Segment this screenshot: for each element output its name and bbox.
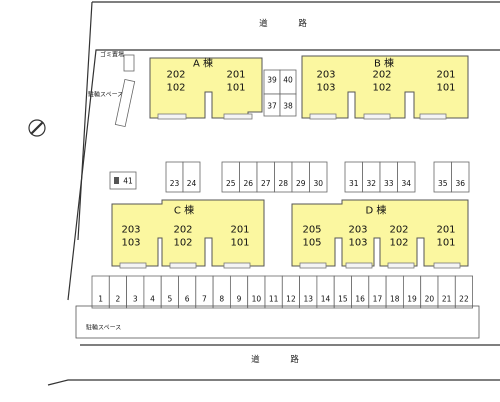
parking-number: 22: [459, 295, 469, 304]
parking-number: 25: [226, 179, 236, 188]
parking-upper-group: 39 40 37 38: [263, 69, 297, 117]
parking-number: 30: [313, 179, 323, 188]
unit-label: 202: [166, 70, 185, 81]
parking-number: 18: [390, 295, 400, 304]
unit-label: 202: [389, 225, 408, 236]
unit-label: 105: [302, 238, 321, 249]
parking-number: 33: [384, 179, 394, 188]
unit-label: 202: [173, 225, 192, 236]
unit-label: 205: [302, 225, 321, 236]
parking-41: 41: [109, 171, 137, 190]
unit-label: 101: [436, 238, 455, 249]
parking-number: 6: [185, 295, 190, 304]
parking-space: [397, 161, 416, 193]
unit-label: 103: [316, 83, 335, 94]
parking-middle-row: 23 24 25 26 27 28 29 30 31 32 33 34 35 36: [165, 161, 470, 193]
parking-number: 35: [438, 179, 448, 188]
site-boundary-bottom: [47, 344, 500, 386]
parking-number: 17: [373, 295, 383, 304]
unit-label: 203: [316, 70, 335, 81]
bicycle-area-bottom: [75, 305, 480, 339]
garbage-area: [123, 54, 135, 72]
north-arrow-icon: [28, 119, 46, 137]
parking-number: 24: [187, 179, 197, 188]
building-a: A 棟 202 102 201 101: [149, 57, 263, 120]
parking-number: 27: [261, 179, 271, 188]
parking-number: 28: [278, 179, 288, 188]
unit-label: 203: [121, 225, 140, 236]
parking-number: 29: [296, 179, 306, 188]
building-a-label: A 棟: [193, 57, 213, 70]
parking-number: 14: [321, 295, 331, 304]
parking-number: 32: [366, 179, 376, 188]
parking-space: [451, 161, 470, 193]
site-boundary-inner: [67, 49, 500, 301]
parking-number: 13: [303, 295, 313, 304]
parking-number: 37: [267, 102, 277, 111]
unit-label: 201: [436, 70, 455, 81]
building-b: B 棟 203 103 202 102 201 101: [301, 55, 469, 120]
unit-label: 102: [166, 83, 185, 94]
bicycle-area-bottom-label: 駐輪スペース: [86, 324, 121, 332]
unit-label: 202: [372, 70, 391, 81]
unit-label: 102: [389, 238, 408, 249]
parking-number: 4: [150, 295, 155, 304]
parking-number: 36: [455, 179, 465, 188]
parking-number: 40: [283, 76, 293, 85]
bicycle-area-left: [114, 78, 136, 128]
parking-space: [309, 161, 328, 193]
parking-number: 8: [219, 295, 224, 304]
parking-space: [182, 161, 201, 193]
unit-label: 201: [230, 225, 249, 236]
unit-label: 103: [121, 238, 140, 249]
parking-number: 39: [267, 76, 277, 85]
parking-number: 2: [116, 295, 121, 304]
building-b-label: B 棟: [374, 57, 394, 70]
road-label-top: 道 路: [259, 18, 321, 29]
parking-number: 34: [401, 179, 411, 188]
parking-number: 15: [338, 295, 348, 304]
site-boundary-top: [77, 1, 500, 241]
parking-number: 11: [269, 295, 279, 304]
building-c: C 棟 203 103 202 102 201 101: [111, 199, 265, 269]
parking-number: 20: [425, 295, 435, 304]
garbage-area-label: ゴミ置場: [100, 51, 124, 59]
parking-number: 21: [442, 295, 452, 304]
building-d: D 棟 205 105 203 103 202 102 201 101: [291, 199, 469, 269]
unit-label: 101: [226, 83, 245, 94]
building-d-label: D 棟: [366, 204, 387, 217]
unit-label: 203: [348, 225, 367, 236]
parking-number: 31: [349, 179, 359, 188]
unit-label: 201: [436, 225, 455, 236]
bicycle-area-left-label: 駐輪スペース: [88, 91, 123, 99]
unit-label: 101: [230, 238, 249, 249]
unit-label: 102: [173, 238, 192, 249]
road-label-bottom: 道 路: [251, 354, 313, 365]
building-c-label: C 棟: [174, 204, 194, 217]
parking-number: 26: [243, 179, 253, 188]
parking-number: 10: [252, 295, 262, 304]
parking-space: [454, 275, 473, 309]
unit-label: 101: [436, 83, 455, 94]
parking-number: 23: [170, 179, 180, 188]
parking-number: 9: [237, 295, 242, 304]
unit-label: 201: [226, 70, 245, 81]
parking-number: 5: [167, 295, 172, 304]
unit-label: 103: [348, 238, 367, 249]
parking-number: 12: [286, 295, 296, 304]
parking-number: 7: [202, 295, 207, 304]
parking-number: 16: [355, 295, 365, 304]
unit-label: 102: [372, 83, 391, 94]
parking-number: 1: [98, 295, 103, 304]
svg-text:41: 41: [123, 177, 133, 186]
parking-number: 38: [283, 102, 293, 111]
parking-number: 3: [133, 295, 138, 304]
parking-number: 19: [407, 295, 417, 304]
